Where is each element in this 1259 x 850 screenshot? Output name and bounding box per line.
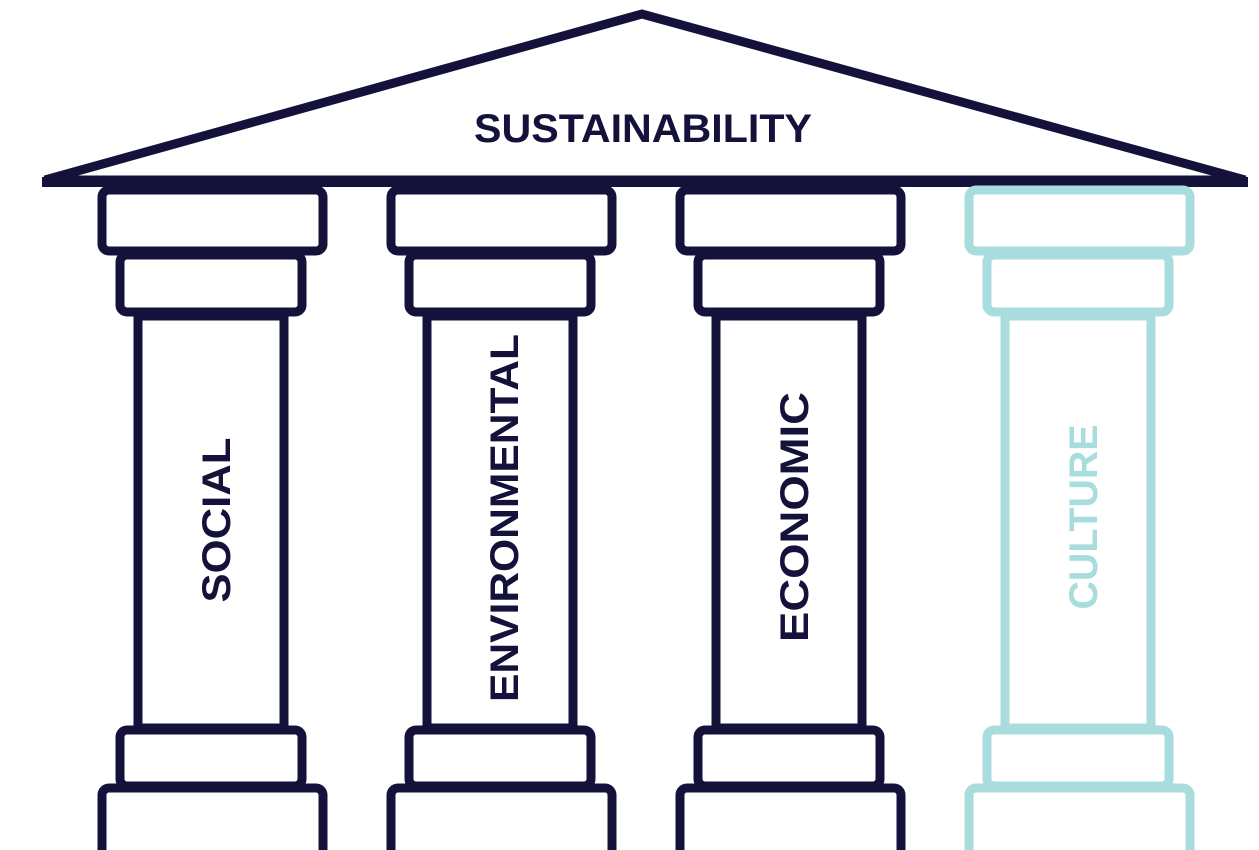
pillar-capital-top (964, 185, 1195, 256)
pillar-environmental (386, 185, 617, 850)
pillar-social (97, 185, 328, 850)
pillar-base-lower (386, 783, 617, 850)
roof: SUSTAINABILITY (42, 9, 1248, 187)
pillar-label-social: SOCIAL (195, 438, 239, 603)
pillar-culture (964, 185, 1195, 850)
pillar-economic (675, 185, 906, 850)
pillar-base-lower (964, 783, 1195, 850)
pillar-capital-top (386, 185, 617, 256)
pillar-capital-neck (693, 250, 885, 317)
pillar-label-economic: ECONOMIC (773, 392, 817, 642)
pillar-base-upper (693, 725, 885, 791)
pillar-base-upper (982, 725, 1174, 791)
pillar-label-environmental: ENVIRONMENTAL (483, 334, 527, 702)
pillar-base-upper (404, 725, 596, 791)
pillar-base-upper (115, 725, 307, 791)
pillar-capital-top (97, 185, 328, 256)
pillar-base-lower (675, 783, 906, 850)
pillar-capital-neck (982, 250, 1174, 317)
pillar-base-lower (97, 783, 328, 850)
pillar-capital-neck (115, 250, 307, 317)
pillar-capital-top (675, 185, 906, 256)
roof-title: SUSTAINABILITY (474, 107, 812, 151)
pillar-label-culture: CULTURE (1062, 425, 1106, 610)
roof-triangle (43, 9, 1247, 185)
pillar-capital-neck (404, 250, 596, 317)
